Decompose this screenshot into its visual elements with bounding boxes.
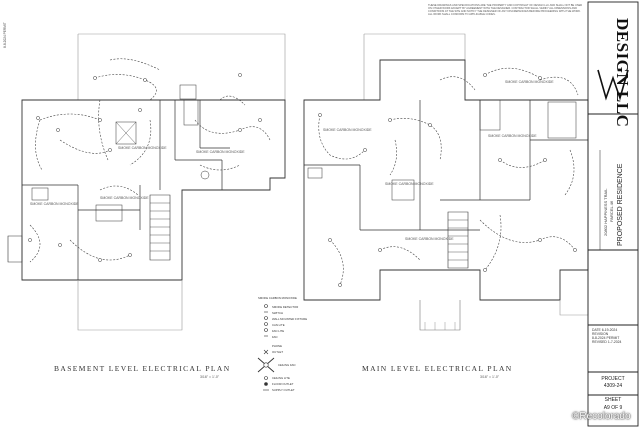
legend-item: SMOKE DETECTOR (272, 305, 299, 309)
project-name: PROPOSED RESIDENCE (617, 163, 624, 246)
date-block: DATE 6-19-2024 REVISION 8-8-2024 PERMIT … (592, 328, 621, 344)
legend-item: SUPPLY OUTLET (272, 388, 295, 392)
legend-item: CEILING FAN (278, 363, 296, 367)
project-address-line1: 20802 HAPPINESS TRAIL (603, 188, 608, 236)
general-notes: THESE DRAWINGS AND SPECIFICATIONS ARE TH… (428, 4, 583, 16)
title-block-frame (587, 1, 639, 427)
revision-entry: 8-8-2024 PERMIT (592, 336, 620, 340)
fixture-label: SMOKE CARBON MONOXIDE (488, 134, 537, 138)
basement-plan (7, 33, 286, 331)
legend-item: OUTLET (272, 350, 284, 354)
fixture-label: SMOKE CARBON MONOXIDE (405, 237, 454, 241)
main-plan-title: MAIN LEVEL ELECTRICAL PLAN (362, 364, 513, 373)
legend-item: FAN LITE (272, 329, 285, 333)
project-number: 4309-24 (603, 383, 623, 389)
basement-fixtures (28, 73, 262, 262)
legend-item: PHONE (272, 344, 282, 348)
fixture-label: SMOKE CARBON MONOXIDE (323, 128, 372, 132)
legend-item: CAN LITE (272, 323, 285, 327)
main-level-fixtures (318, 73, 577, 287)
fixture-label: SMOKE CARBON MONOXIDE (505, 80, 554, 84)
company-name: DESIGN LLC (613, 18, 632, 128)
fixture-label: SMOKE CARBON MONOXIDE (196, 150, 245, 154)
basement-plan-scale: 3/16" = 1'-0" (200, 375, 220, 379)
fixture-label: SMOKE CARBON MONOXIDE (30, 202, 79, 206)
fixture-label: SMOKE CARBON MONOXIDE (385, 182, 434, 186)
legend-heading: SMOKE CARBON MONOXIDE (258, 296, 297, 300)
legend-symbols (257, 304, 275, 391)
basement-plan-title: BASEMENT LEVEL ELECTRICAL PLAN (54, 364, 231, 373)
date-value: 6-19-2024 (601, 328, 618, 332)
revision-label: REVISION (592, 332, 609, 336)
legend-item: CEILING LITE (272, 376, 290, 380)
revision-entry: REVISED 1-7-2024 (592, 340, 622, 344)
watermark: ©Recolorado (572, 411, 631, 422)
legend-item: FAN (272, 335, 278, 339)
fixture-label: SMOKE CARBON MONOXIDE (100, 196, 149, 200)
date-label: DATE (592, 328, 601, 332)
sheet-label: SHEET (604, 397, 622, 403)
project-label: PROJECT (601, 376, 625, 382)
permit-stamp: 8-8-2024 PERMIT (3, 22, 7, 48)
main-plan-scale: 3/16" = 1'-0" (480, 375, 500, 379)
legend-item: SWITCH (272, 311, 284, 315)
legend-item: WALL MOUNTED FIXTURE (272, 317, 308, 321)
project-address-line2: PARCEL 46 (609, 200, 614, 222)
fixture-label: SMOKE CARBON MONOXIDE (118, 146, 167, 150)
company-logo (597, 69, 629, 101)
main-level-wiring (318, 67, 579, 286)
main-level-plan (303, 33, 589, 331)
sheet-number: A9 OF 9 (603, 405, 623, 411)
legend-item: FLOOR OUTLET (272, 382, 294, 386)
